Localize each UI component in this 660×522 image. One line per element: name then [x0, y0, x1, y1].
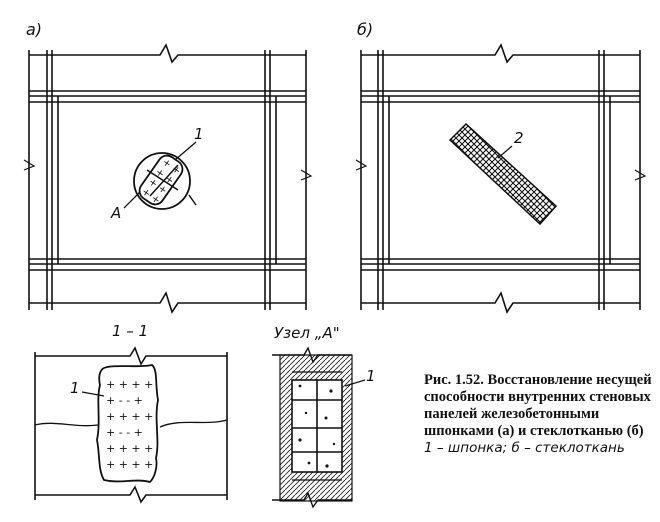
figure-caption: Рис. 1.52. Восстановление несущей способ… — [424, 372, 656, 457]
section-dowel-marks: + + + + + - - + + + + + + - - + + + + + … — [106, 378, 153, 471]
caption-legend: 1 – шпонка; б – стеклоткань — [424, 440, 625, 456]
node-a-aggregate — [298, 384, 336, 468]
callout-1-section: 1 — [70, 379, 80, 397]
section-label: 1 – 1 — [112, 322, 149, 340]
callout-1-node: 1 — [366, 367, 376, 385]
panel-a-frame — [23, 43, 313, 314]
node-label: Узел „А" — [274, 324, 340, 342]
callout-a-label: А — [110, 204, 121, 222]
svg-text:+ + + +: + + + + — [106, 442, 153, 455]
panel-b-label: б) — [357, 20, 374, 39]
dowel-node-a: + + + + + + + + — [123, 141, 197, 210]
svg-text:+ + + +: + + + + — [106, 458, 153, 471]
panel-b-frame — [355, 43, 647, 314]
caption-number: Рис. 1.52. — [424, 372, 484, 388]
caption-text: Восстановление несущей способности внутр… — [424, 372, 652, 439]
svg-text:+ + + +: + + + + — [106, 378, 153, 391]
svg-text:+ - - +: + - - + — [106, 426, 143, 439]
fiberglass-patch — [448, 122, 558, 226]
svg-text:+ - - +: + - - + — [106, 394, 143, 407]
callout-1-a: 1 — [194, 125, 204, 143]
svg-text:+ + + +: + + + + — [106, 410, 153, 423]
node-a-detail — [272, 346, 366, 509]
callout-2-b: 2 — [514, 129, 524, 147]
section-1-1 — [34, 346, 228, 504]
panel-a-label: а) — [26, 20, 43, 39]
